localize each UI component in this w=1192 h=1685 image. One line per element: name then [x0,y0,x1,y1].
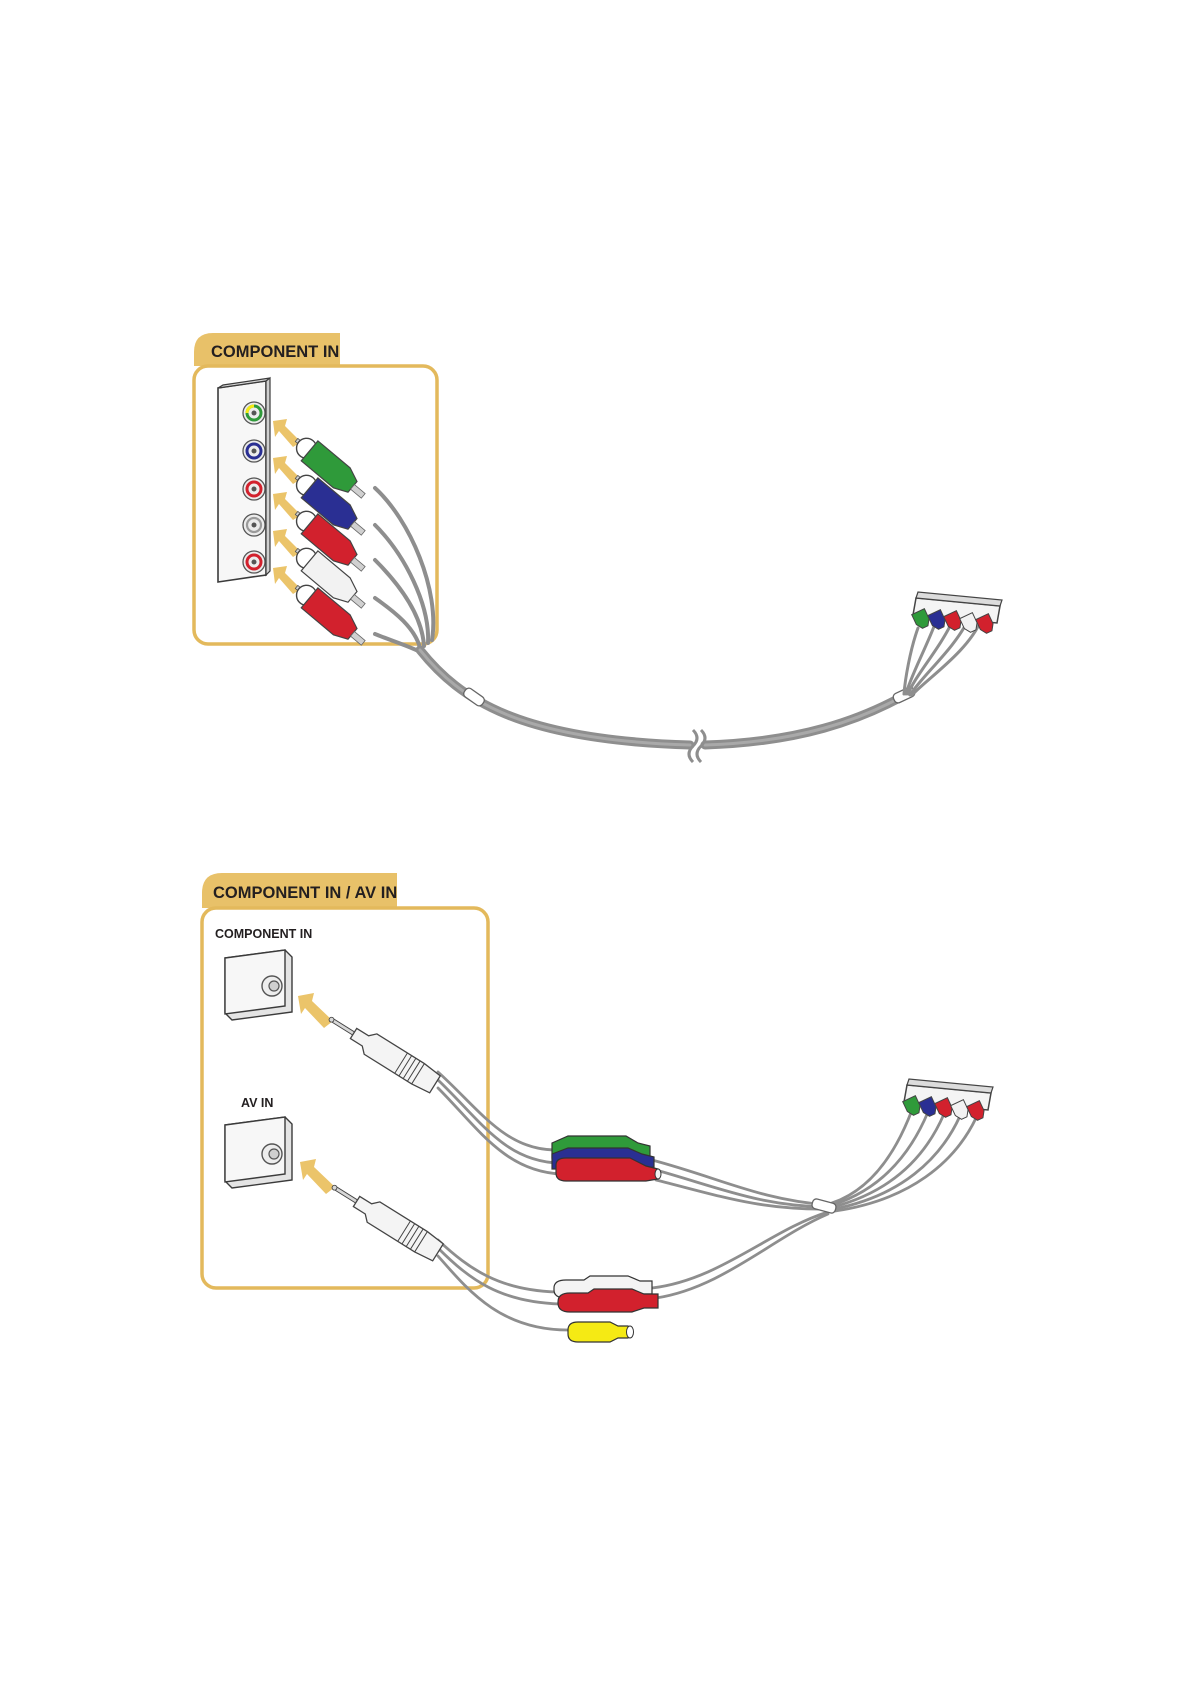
jack [243,440,265,462]
panel2-cables [438,1072,976,1330]
panel-title: COMPONENT IN [211,343,339,361]
mini-plug-component [323,1008,441,1094]
arrow-icon [300,1159,335,1194]
mini-plug-av [326,1176,444,1262]
jack [243,402,265,424]
component-in-jack [225,950,292,1020]
jack [243,514,265,536]
panel1-cables [375,488,433,650]
component-adaptor [552,1136,661,1181]
device-connector [912,592,1002,635]
bundled-cable [420,650,905,745]
cable-clip [811,1198,837,1214]
av-adaptor [554,1276,658,1342]
av-in-jack [225,1117,292,1188]
arrow-icon [298,993,333,1028]
cable-clip [462,687,486,708]
port-label-component: COMPONENT IN [215,927,312,941]
jack [243,478,265,500]
adaptor-socket [568,1322,631,1342]
jack-strip [218,378,270,582]
panel-title: COMPONENT IN / AV IN [213,884,397,902]
port-label-av: AV IN [241,1096,273,1110]
panel-component-av-in: COMPONENT IN / AV IN COMPONENT IN AV IN [202,873,993,1342]
jack [243,551,265,573]
panel-component-in: COMPONENT IN [194,333,1002,762]
cable-break-icon [689,730,705,762]
device-connector [903,1079,993,1122]
